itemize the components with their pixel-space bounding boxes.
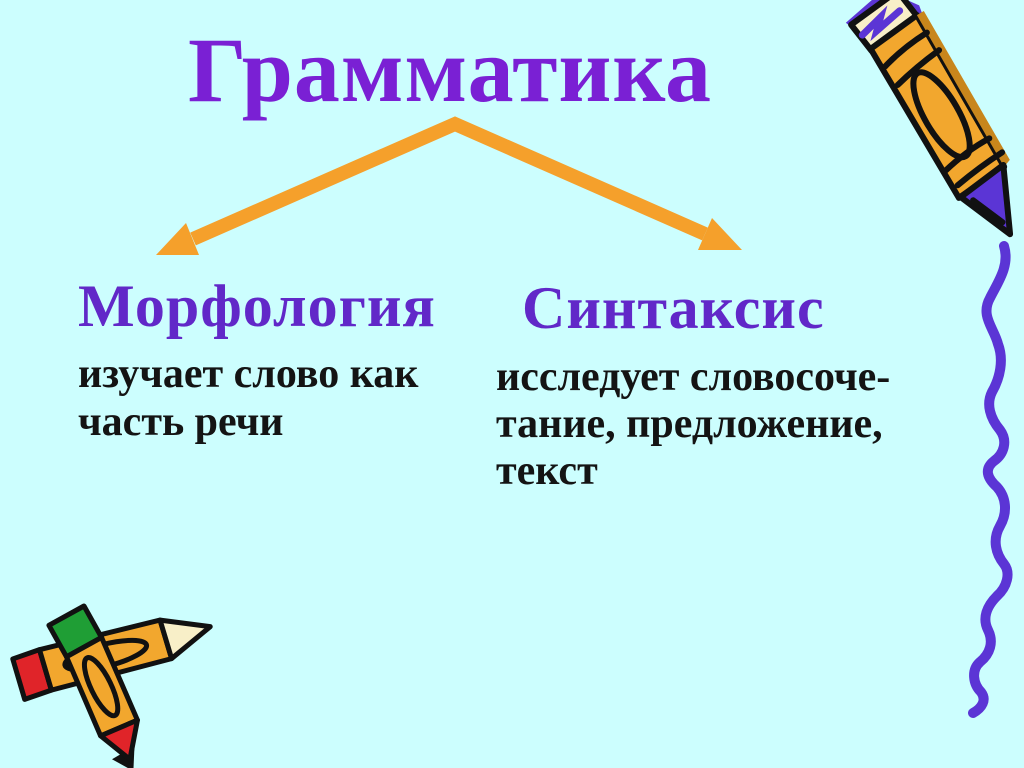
morphology-description: изучает слово как часть речи: [78, 350, 436, 446]
syntax-heading: Синтаксис: [522, 275, 825, 341]
morphology-line-1: изучает слово как: [78, 351, 419, 397]
arrow-left-head: [156, 223, 199, 255]
wavy-line-icon: [968, 241, 1013, 718]
branch-arrows: [156, 116, 742, 255]
syntax-line-3: текст: [496, 448, 598, 494]
crossed-pencils-icon: [10, 603, 213, 768]
syntax-description: исследует словосоче- тание, предложение,…: [496, 354, 890, 495]
arrow-lines: [190, 116, 708, 246]
arrow-right-head: [698, 218, 742, 250]
syntax-block: Синтаксис исследует словосоче- тание, пр…: [496, 278, 890, 495]
slide-title: Грамматика: [187, 19, 713, 121]
morphology-block: Морфология изучает слово как часть речи: [78, 276, 436, 446]
morphology-heading: Морфология: [78, 273, 436, 339]
morphology-line-2: часть речи: [78, 399, 284, 445]
pencil-icon: [845, 0, 1014, 238]
syntax-line-2: тание, предложение,: [496, 401, 883, 447]
diagonal-crayon: [46, 603, 140, 768]
syntax-line-1: исследует словосоче-: [496, 354, 891, 400]
